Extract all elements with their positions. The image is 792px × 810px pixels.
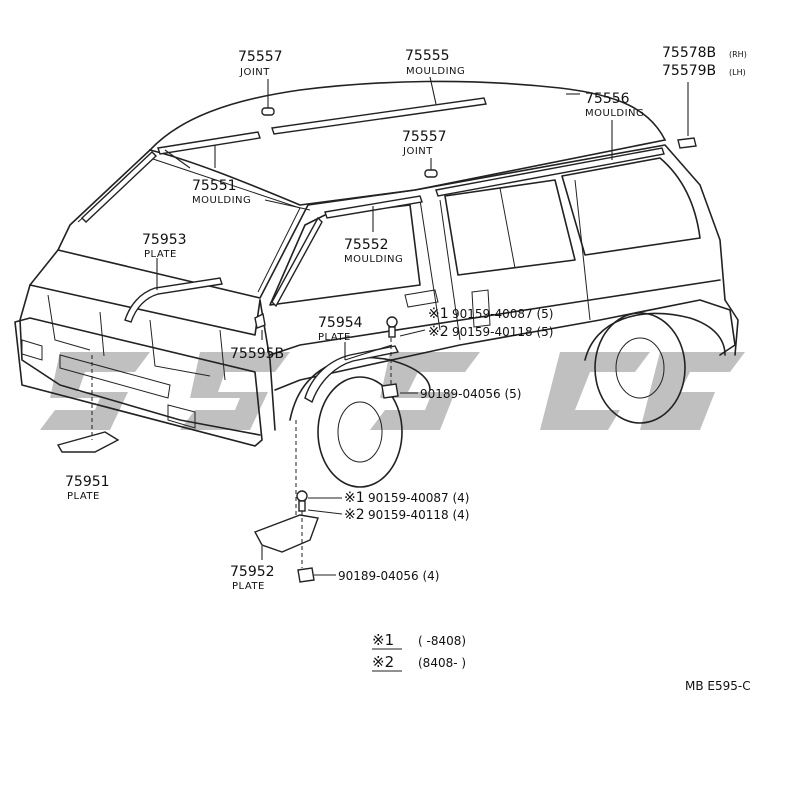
plate-75953-part: [124, 277, 223, 323]
callout-75555: 75555 MOULDING: [405, 48, 465, 77]
callout-75951: 75951 PLATE: [65, 474, 110, 502]
figure-reference: MB E595-C: [685, 679, 751, 693]
svg-text:90159-40087 (4): 90159-40087 (4): [368, 491, 470, 505]
svg-text:※1: ※1: [344, 490, 365, 506]
svg-text:(8408- ): (8408- ): [418, 656, 466, 670]
svg-text:90189-04056 (4): 90189-04056 (4): [338, 569, 440, 583]
svg-text:75552: 75552: [344, 237, 389, 253]
callout-75954: 75954 PLATE: [318, 315, 363, 343]
svg-text:MOULDING: MOULDING: [344, 254, 403, 265]
fastener-label-2: ※2 90159-40118 (5): [428, 324, 554, 340]
end-cap-75578b-part: [677, 137, 697, 149]
joint-75557-upper: [261, 107, 275, 116]
joint-75557-side: [424, 169, 438, 178]
callout-75952: 75952 PLATE: [230, 564, 275, 592]
svg-text:75557: 75557: [238, 49, 283, 65]
svg-text:PLATE: PLATE: [232, 581, 265, 592]
svg-text:※1: ※1: [428, 306, 449, 322]
svg-text:90189-04056 (5): 90189-04056 (5): [420, 387, 522, 401]
svg-text:MOULDING: MOULDING: [585, 108, 644, 119]
fastener-label-5: ※2 90159-40118 (4): [344, 507, 470, 523]
fastener-label-4: ※1 90159-40087 (4): [344, 490, 470, 506]
fastener-label-3: 90189-04056 (5): [420, 387, 522, 401]
svg-text:※2: ※2: [372, 653, 394, 671]
moulding-75551-part: [80, 131, 261, 223]
svg-text:75557: 75557: [402, 129, 447, 145]
callout-75953: 75953 PLATE: [142, 232, 187, 260]
svg-text:75951: 75951: [65, 474, 110, 490]
svg-text:※2: ※2: [428, 324, 449, 340]
svg-text:75953: 75953: [142, 232, 187, 248]
svg-text:75595B: 75595B: [230, 346, 284, 362]
svg-text:MOULDING: MOULDING: [406, 66, 465, 77]
leader-lines: [91, 76, 689, 576]
callout-75557-side: 75557 JOINT: [402, 129, 447, 157]
plate-75951-part: [56, 431, 120, 453]
nut-upper: [381, 383, 399, 399]
svg-text:90159-40118 (4): 90159-40118 (4): [368, 508, 470, 522]
svg-text:JOINT: JOINT: [402, 146, 433, 157]
nut-lower: [297, 567, 315, 583]
svg-text:75551: 75551: [192, 178, 237, 194]
callout-75578b-75579b: 75578B (RH) 75579B (LH): [662, 45, 747, 79]
footnote-1: ※1 ( -8408): [372, 631, 466, 649]
svg-text:75579B: 75579B: [662, 63, 716, 79]
svg-text:PLATE: PLATE: [144, 249, 177, 260]
svg-text:90159-40118 (5): 90159-40118 (5): [452, 325, 554, 339]
screw-lower: [296, 490, 308, 512]
svg-text:75555: 75555: [405, 48, 450, 64]
footnote-2: ※2 (8408- ): [372, 653, 466, 671]
svg-text:※2: ※2: [344, 507, 365, 523]
callout-75556: 75556 MOULDING: [585, 91, 644, 119]
svg-text:( -8408): ( -8408): [418, 634, 466, 648]
callout-75595b: 75595B: [230, 346, 284, 362]
fastener-label-6: 90189-04056 (4): [338, 569, 440, 583]
svg-text:(RH): (RH): [729, 50, 747, 59]
plate-75952-part: [254, 514, 319, 553]
svg-text:90159-40087 (5): 90159-40087 (5): [452, 307, 554, 321]
svg-text:PLATE: PLATE: [67, 491, 100, 502]
plate-75954-part: [304, 345, 400, 404]
svg-text:PLATE: PLATE: [318, 332, 351, 343]
svg-text:75556: 75556: [585, 91, 630, 107]
svg-text:(LH): (LH): [729, 68, 746, 77]
moulding-75555-part: [271, 97, 487, 135]
svg-text:MOULDING: MOULDING: [192, 195, 251, 206]
callout-75552: 75552 MOULDING: [344, 237, 403, 265]
svg-text:75952: 75952: [230, 564, 275, 580]
fastener-label-1: ※1 90159-40087 (5): [428, 306, 554, 322]
svg-text:75954: 75954: [318, 315, 363, 331]
part-75595b: [254, 312, 266, 329]
screw-upper: [386, 316, 398, 338]
watermark-logo: [40, 352, 745, 430]
callout-75557-top: 75557 JOINT: [238, 49, 283, 78]
callout-75551: 75551 MOULDING: [192, 178, 251, 206]
svg-text:JOINT: JOINT: [239, 67, 270, 78]
moulding-75556-part: [435, 147, 665, 197]
svg-text:※1: ※1: [372, 631, 394, 649]
svg-text:75578B: 75578B: [662, 45, 716, 61]
